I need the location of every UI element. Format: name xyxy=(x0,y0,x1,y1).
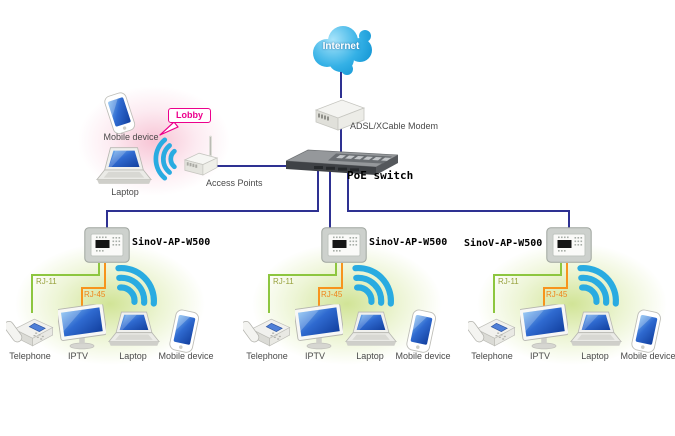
ap-group-3: SinoV-AP-W500 RJ-11 RJ-45 Telephone IPTV… xyxy=(462,225,675,375)
wall-ap-label: SinoV-AP-W500 xyxy=(464,238,543,249)
rj45-label: RJ-45 xyxy=(321,290,343,299)
iptv-label: IPTV xyxy=(67,351,88,361)
access-point-icon xyxy=(182,134,220,180)
access-points-label: Access Points xyxy=(206,178,263,188)
laptop-icon xyxy=(345,310,397,350)
group3-wires xyxy=(493,263,568,313)
lobby-wifi-icon xyxy=(148,136,184,182)
internet-label: Internet xyxy=(322,41,360,52)
laptop-label: Laptop xyxy=(581,351,609,361)
telephone-label: Telephone xyxy=(246,351,288,361)
iptv-label: IPTV xyxy=(529,351,550,361)
lobby-bubble: Lobby xyxy=(168,108,211,123)
telephone-icon xyxy=(243,309,293,351)
iptv-icon xyxy=(295,304,343,351)
iptv-label: IPTV xyxy=(304,351,325,361)
ap-group-2: SinoV-AP-W500 RJ-11 RJ-45 Telephone IPTV… xyxy=(237,225,455,375)
iptv-icon xyxy=(58,304,106,351)
lobby-mobile-label: Mobile device xyxy=(103,132,159,142)
telephone-label: Telephone xyxy=(471,351,513,361)
telephone-icon xyxy=(6,309,56,351)
lobby-laptop-label: Laptop xyxy=(111,187,139,197)
laptop-label: Laptop xyxy=(356,351,384,361)
mobile-device-label: Mobile device xyxy=(158,351,214,361)
iptv-icon xyxy=(520,304,568,351)
telephone-label: Telephone xyxy=(9,351,51,361)
laptop-label: Laptop xyxy=(119,351,147,361)
wall-ap-label: SinoV-AP-W500 xyxy=(132,237,211,248)
laptop-icon xyxy=(570,310,622,350)
rj45-label: RJ-45 xyxy=(546,290,568,299)
rj11-label: RJ-11 xyxy=(273,277,294,286)
mobile-device-label: Mobile device xyxy=(395,351,451,361)
rj45-label: RJ-45 xyxy=(84,290,106,299)
mobile-device-label: Mobile device xyxy=(620,351,675,361)
poe-switch-label: PoE switch xyxy=(347,169,414,182)
lobby-laptop-icon xyxy=(96,146,152,188)
modem-label: ADSL/XCable Modem xyxy=(350,121,439,131)
rj11-label: RJ-11 xyxy=(498,277,519,286)
laptop-icon xyxy=(108,310,160,350)
rj11-label: RJ-11 xyxy=(36,277,57,286)
group2-wires xyxy=(268,263,343,313)
group1-wires xyxy=(31,263,106,313)
ap-group-1: SinoV-AP-W500 RJ-11 RJ-45 Telephone IPTV… xyxy=(0,225,218,375)
telephone-icon xyxy=(468,309,518,351)
wall-ap-label: SinoV-AP-W500 xyxy=(369,237,448,248)
lobby-bubble-tail xyxy=(159,121,179,136)
